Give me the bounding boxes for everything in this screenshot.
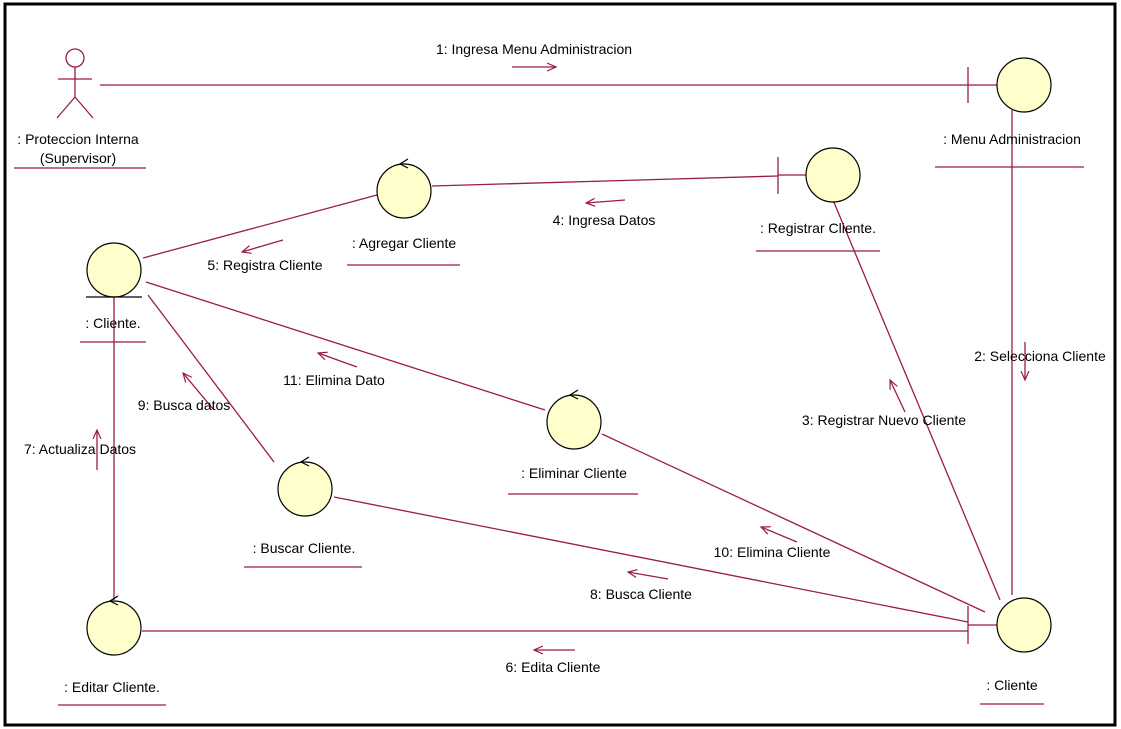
control-arrow-icon: [398, 158, 409, 169]
boundary-cliente[interactable]: [967, 597, 1052, 653]
control-editar-cliente[interactable]: [86, 595, 142, 656]
editar-cliente-label: : Editar Cliente.: [64, 679, 160, 695]
cliente-entity-label: : Cliente.: [85, 315, 140, 331]
actor-proteccion-interna[interactable]: [56, 48, 94, 119]
agregar-cliente-label: : Agregar Cliente: [352, 235, 456, 251]
link-entity-eliminar: [145, 281, 546, 411]
boundary-circle-icon: [996, 57, 1052, 113]
control-agregar-cliente[interactable]: [376, 158, 432, 219]
link-entity-buscar: [147, 294, 275, 463]
eliminar-cliente-label: : Eliminar Cliente: [521, 465, 627, 481]
message-arrow-9: [183, 373, 214, 410]
diagram-frame: [3, 2, 1117, 727]
control-buscar-cliente[interactable]: [277, 456, 333, 517]
message-arrow-5: [242, 239, 284, 252]
control-arrow-icon: [568, 389, 579, 400]
link-buscar-cliente: [333, 496, 969, 623]
message-label-3: 3: Registrar Nuevo Cliente: [802, 412, 966, 428]
message-labels: 1: Ingresa Menu Administracion 2: Selecc…: [24, 41, 1106, 675]
message-arrows: [97, 67, 1025, 650]
link-registrar-cliente: [832, 199, 1001, 601]
cliente-boundary-label: : Cliente: [986, 677, 1038, 693]
control-circle-icon: [86, 600, 142, 656]
message-label-4: 4: Ingresa Datos: [553, 212, 656, 228]
message-label-8: 8: Busca Cliente: [590, 586, 692, 602]
control-arrow-icon: [299, 456, 310, 467]
message-arrow-8: [628, 572, 669, 580]
message-label-7: 7: Actualiza Datos: [24, 441, 136, 457]
message-arrow-3: [890, 380, 906, 413]
message-label-1: 1: Ingresa Menu Administracion: [436, 41, 632, 57]
registrar-cliente-label: : Registrar Cliente.: [760, 220, 876, 236]
message-label-11: 11: Elimina Dato: [283, 372, 385, 388]
actor-right-leg: [74, 96, 94, 119]
entity-cliente[interactable]: [86, 242, 142, 298]
control-eliminar-cliente[interactable]: [546, 389, 602, 450]
actor-label-line2: (Supervisor): [40, 150, 116, 166]
message-label-2: 2: Selecciona Cliente: [974, 348, 1106, 364]
boundary-circle-icon: [996, 597, 1052, 653]
control-circle-icon: [376, 163, 432, 219]
menu-administracion-label: : Menu Administracion: [943, 131, 1081, 147]
message-label-6: 6: Edita Cliente: [506, 659, 601, 675]
actor-label-line1: : Proteccion Interna: [17, 131, 139, 147]
boundary-registrar-cliente[interactable]: [777, 147, 861, 203]
link-agregar-registrar: [431, 175, 779, 187]
link-eliminar-cliente: [601, 433, 986, 613]
actor-left-leg: [56, 96, 76, 119]
buscar-cliente-label: : Buscar Cliente.: [253, 540, 356, 556]
boundary-menu-administracion[interactable]: [967, 57, 1052, 113]
control-arrow-icon: [108, 595, 119, 606]
message-label-5: 5: Registra Cliente: [207, 257, 322, 273]
control-circle-icon: [277, 461, 333, 517]
object-labels: : Proteccion Interna (Supervisor) : Menu…: [14, 131, 1084, 706]
message-arrow-10: [761, 527, 798, 543]
message-arrow-11: [318, 353, 358, 368]
message-label-10: 10: Elimina Cliente: [714, 544, 831, 560]
association-links: [100, 84, 1013, 632]
link-entity-agregar: [142, 194, 378, 259]
control-circle-icon: [546, 394, 602, 450]
message-arrow-4: [586, 200, 626, 203]
message-label-9: 9: Busca datos: [138, 397, 231, 413]
boundary-circle-icon: [805, 147, 861, 203]
entity-circle-icon: [86, 242, 142, 298]
